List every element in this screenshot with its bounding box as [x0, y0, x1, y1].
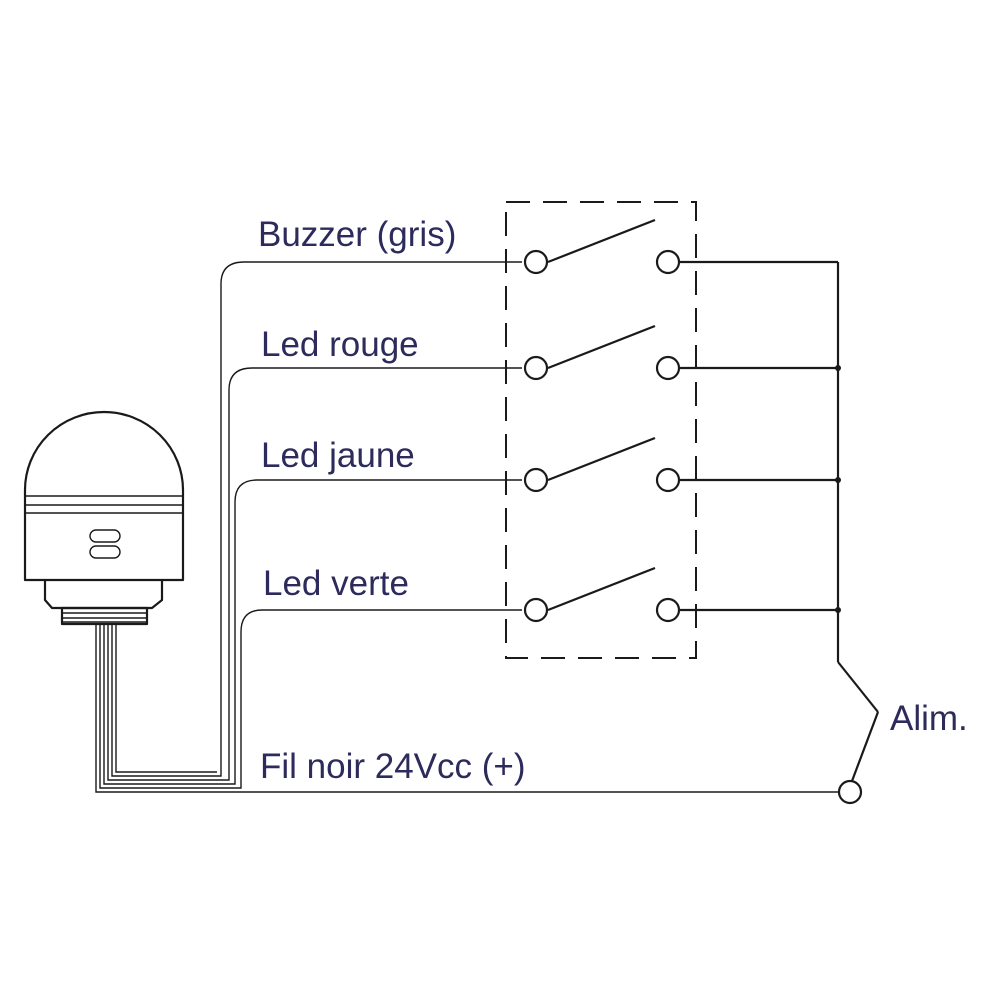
switch-terminal [655, 355, 681, 381]
switch-lever [547, 324, 656, 370]
lamp-button-top [89, 529, 121, 543]
switch-terminal [655, 467, 681, 493]
switch-led-verte [523, 566, 681, 623]
wire-rouge [107, 367, 522, 781]
label-alim: Alim. [890, 699, 968, 738]
bus-junction-dot [835, 365, 841, 371]
bus-junction-dot [835, 607, 841, 613]
label-buzzer: Buzzer (gris) [258, 215, 456, 254]
switch-led-jaune [523, 436, 681, 493]
alim-switch-lever [850, 711, 880, 782]
switch-lever [547, 566, 656, 612]
wire-jaune [103, 479, 522, 785]
label-fil-noir: Fil noir 24Vcc (+) [260, 747, 526, 786]
switch-buzzer [523, 218, 681, 275]
wire-extra [115, 624, 217, 773]
switch-lever [547, 218, 656, 264]
power-bus [680, 260, 880, 782]
switch-box [505, 201, 697, 659]
lamp-dome [23, 410, 185, 582]
switch-terminal [523, 597, 549, 623]
label-led-rouge: Led rouge [261, 325, 419, 364]
signal-lamp [23, 410, 185, 626]
switch-terminal [523, 467, 549, 493]
label-led-jaune: Led jaune [261, 436, 415, 475]
switch-terminal [523, 249, 549, 275]
alim-terminal [837, 779, 863, 805]
switch-terminal [655, 597, 681, 623]
switch-terminal [523, 355, 549, 381]
cable-bundle [95, 261, 838, 793]
wire-buzzer [111, 261, 522, 777]
switch-led-rouge [523, 324, 681, 381]
alim-switch-lever [837, 661, 879, 713]
label-led-verte: Led verte [263, 564, 409, 603]
switch-terminal [655, 249, 681, 275]
lamp-button-bottom [89, 545, 121, 559]
wire-noir [95, 624, 838, 793]
wire-verte [99, 609, 522, 789]
switch-lever [547, 436, 656, 482]
bus-junction-dot [835, 477, 841, 483]
lamp-collar [43, 580, 164, 610]
